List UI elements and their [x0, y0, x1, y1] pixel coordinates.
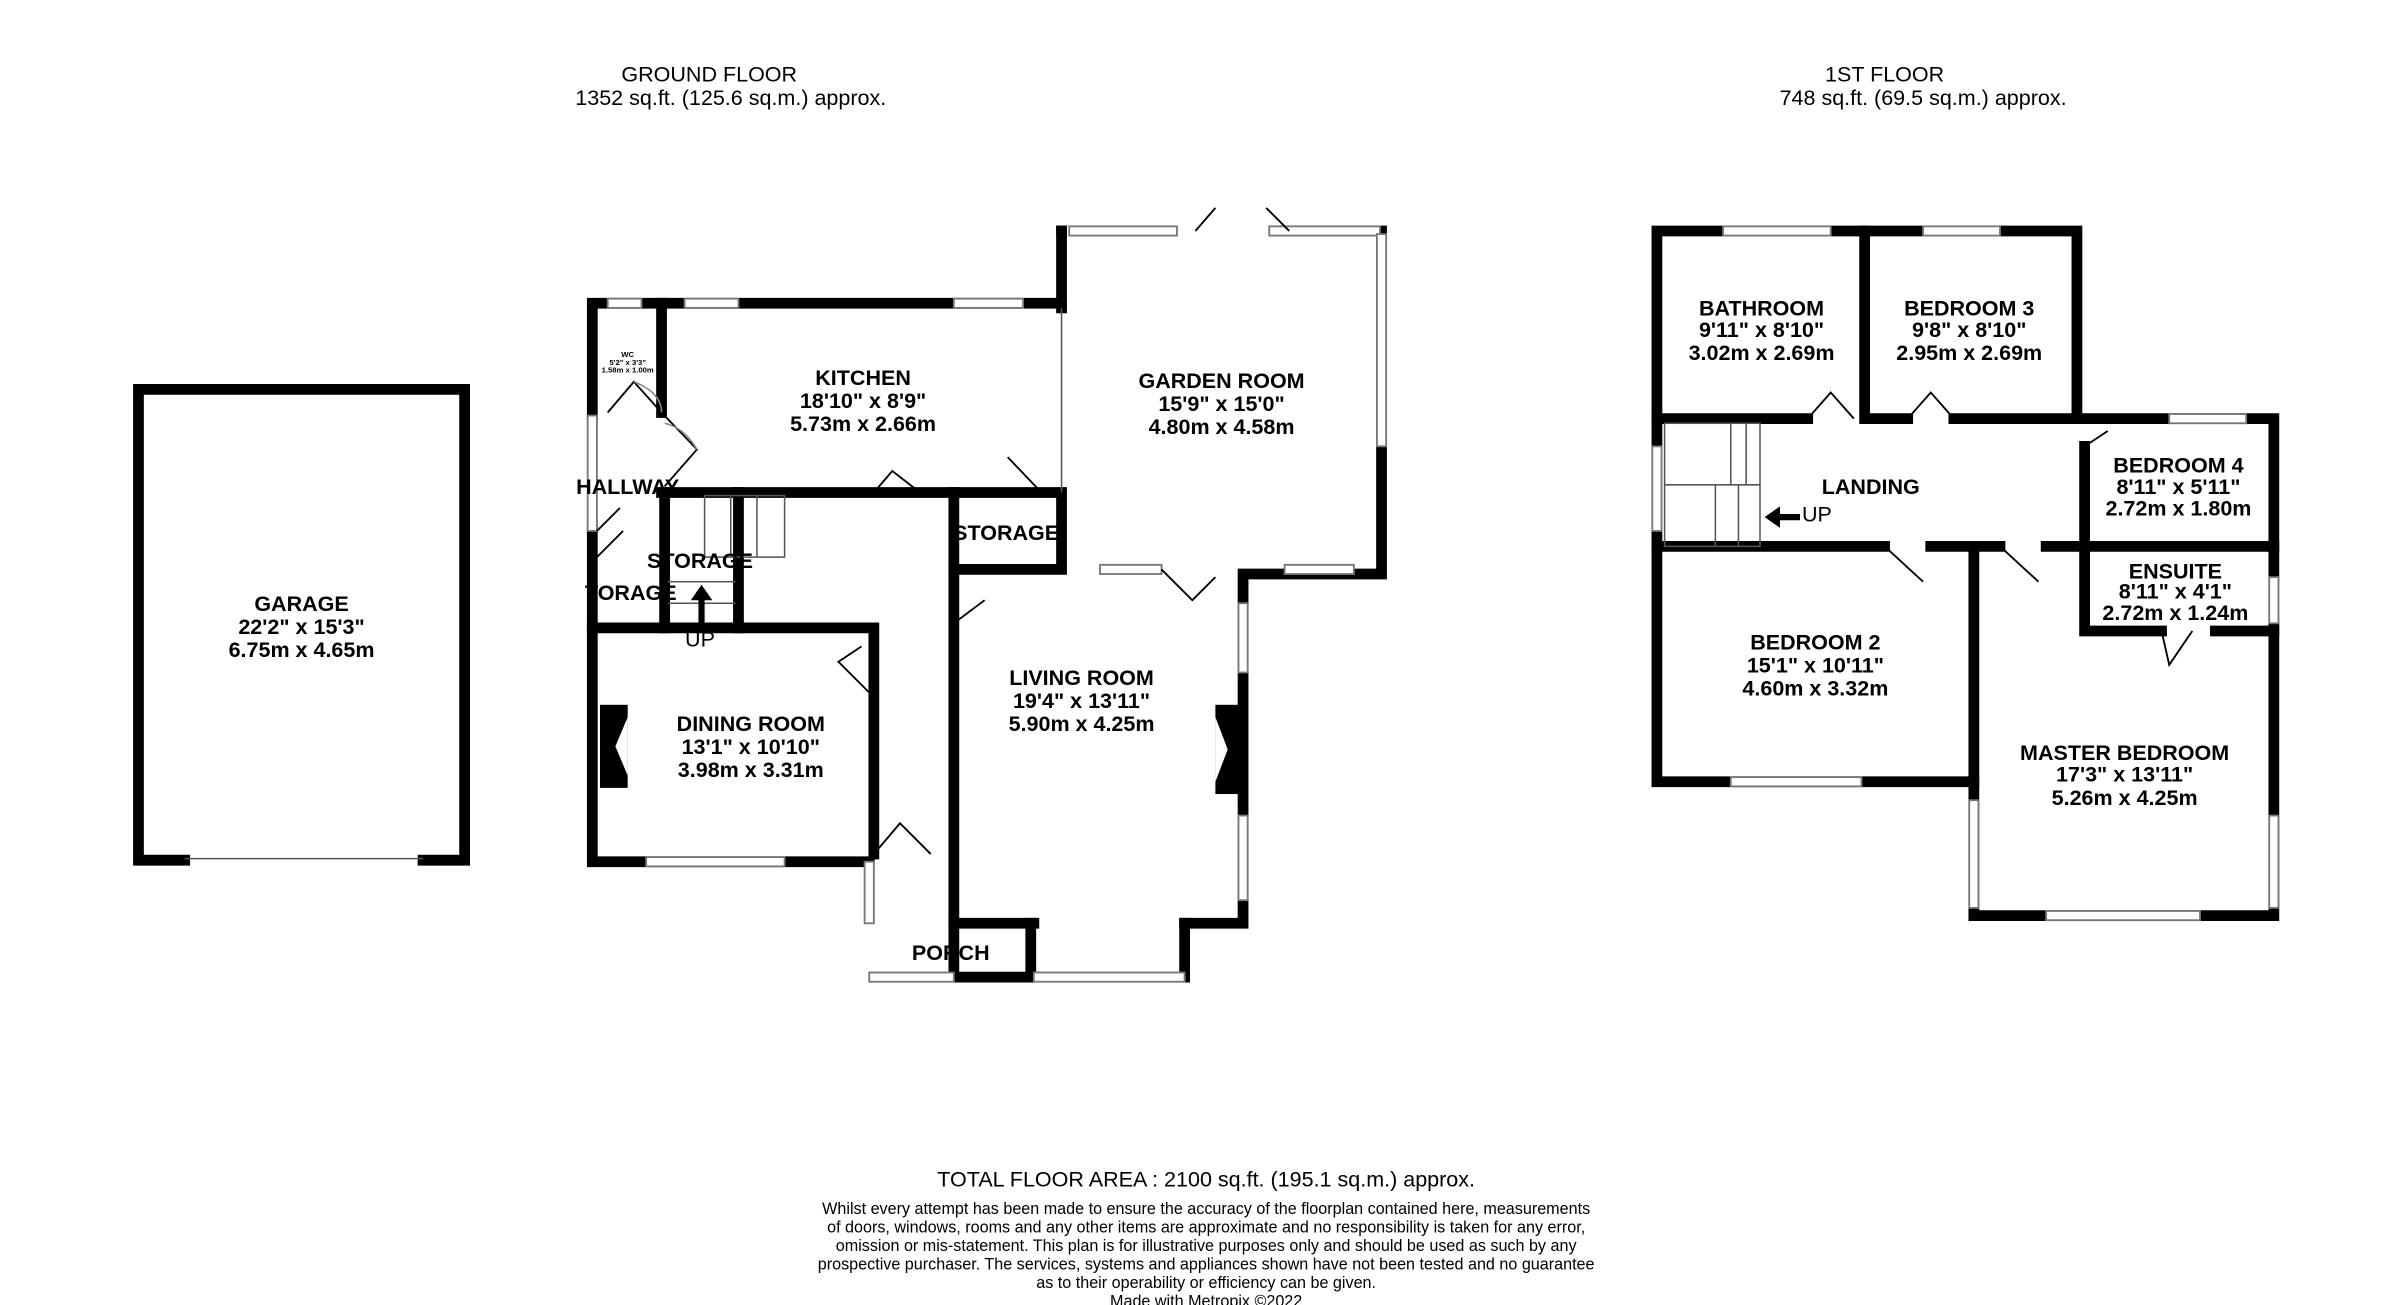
svg-text:3.98m x 3.31m: 3.98m x 3.31m — [678, 758, 824, 782]
svg-text:BEDROOM 4: BEDROOM 4 — [2113, 454, 2243, 478]
label-storage-stairs: STORAGE — [647, 549, 753, 573]
room-living-room: LIVING ROOM 19'4" x 13'11" 5.90m x 4.25m — [1009, 666, 1155, 736]
ground-floor-doors — [596, 207, 1290, 855]
first-floor-windows — [1651, 225, 2280, 922]
label-porch: PORCH — [912, 941, 990, 965]
disclaimer: Whilst every attempt has been made to en… — [818, 1200, 1595, 1292]
svg-text:13'1" x 10'10": 13'1" x 10'10" — [682, 735, 820, 759]
svg-text:9'11" x 8'10": 9'11" x 8'10" — [1699, 318, 1824, 342]
svg-text:15'9" x 15'0": 15'9" x 15'0" — [1158, 392, 1284, 416]
room-wc: WC 5'2" x 3'3" 1.58m x 1.00m — [602, 350, 654, 374]
svg-text:Whilst every attempt has been: Whilst every attempt has been made to en… — [822, 1200, 1590, 1218]
svg-text:2.95m x 2.69m: 2.95m x 2.69m — [1896, 341, 2042, 365]
room-bedroom-4: BEDROOM 4 8'11" x 5'11" 2.72m x 1.80m — [2105, 454, 2251, 521]
svg-text:MASTER BEDROOM: MASTER BEDROOM — [2020, 741, 2229, 765]
svg-text:19'4" x 13'11": 19'4" x 13'11" — [1013, 689, 1150, 713]
svg-text:ENSUITE: ENSUITE — [2129, 560, 2222, 584]
svg-text:5.73m x 2.66m: 5.73m x 2.66m — [790, 412, 936, 436]
room-bedroom-3: BEDROOM 3 9'8" x 8'10" 2.95m x 2.69m — [1896, 297, 2042, 366]
svg-text:DINING ROOM: DINING ROOM — [677, 712, 825, 736]
svg-text:BATHROOM: BATHROOM — [1699, 297, 1824, 321]
label-storage-kitchen: STORAGE — [953, 521, 1059, 545]
room-dining-room: DINING ROOM 13'1" x 10'10" 3.98m x 3.31m — [677, 712, 825, 782]
credit: Made with Metropix ©2022 — [1110, 1292, 1302, 1305]
first-floor-doors-stairs — [1663, 391, 2194, 668]
room-bathroom: BATHROOM 9'11" x 8'10" 3.02m x 2.69m — [1689, 297, 1835, 366]
first-floor-title: 1ST FLOOR — [1825, 63, 1944, 87]
svg-text:prospective purchaser. The ser: prospective purchaser. The services, sys… — [818, 1255, 1595, 1273]
label-hallway: HALLWAY — [576, 475, 679, 499]
svg-text:WC: WC — [621, 350, 634, 359]
room-master-bedroom: MASTER BEDROOM 17'3" x 13'11" 5.26m x 4.… — [2020, 741, 2229, 810]
room-ensuite: ENSUITE 8'11" x 4'1" 2.72m x 1.24m — [2102, 560, 2248, 626]
ground-floor-title: GROUND FLOOR — [621, 63, 797, 87]
ground-floor-area: 1352 sq.ft. (125.6 sq.m.) approx. — [575, 86, 886, 110]
svg-text:6.75m x 4.65m: 6.75m x 4.65m — [229, 638, 375, 662]
svg-text:of doors, windows, rooms and a: of doors, windows, rooms and any other i… — [827, 1219, 1585, 1237]
svg-text:5.90m x 4.25m: 5.90m x 4.25m — [1009, 712, 1155, 736]
svg-text:4.60m x 3.32m: 4.60m x 3.32m — [1742, 677, 1888, 701]
svg-text:22'2" x 15'3": 22'2" x 15'3" — [238, 615, 364, 639]
svg-text:1.58m x 1.00m: 1.58m x 1.00m — [602, 366, 654, 375]
label-landing: LANDING — [1822, 475, 1920, 499]
svg-text:2.72m x 1.24m: 2.72m x 1.24m — [2102, 601, 2248, 625]
svg-text:15'1" x 10'11": 15'1" x 10'11" — [1747, 653, 1884, 677]
room-garden-room: GARDEN ROOM 15'9" x 15'0" 4.80m x 4.58m — [1138, 369, 1304, 439]
ground-floor-windows — [586, 225, 1388, 983]
label-up-ground: UP — [685, 627, 715, 651]
svg-text:GARAGE: GARAGE — [254, 592, 348, 616]
svg-text:2.72m x 1.80m: 2.72m x 1.80m — [2105, 497, 2251, 521]
svg-text:BEDROOM 3: BEDROOM 3 — [1904, 297, 2034, 321]
room-kitchen: KITCHEN 18'10" x 8'9" 5.73m x 2.66m — [790, 366, 936, 436]
svg-text:GARDEN ROOM: GARDEN ROOM — [1138, 369, 1304, 393]
label-up-first: UP — [1802, 503, 1832, 527]
svg-text:9'8" x 8'10": 9'8" x 8'10" — [1912, 318, 2026, 342]
svg-text:17'3" x 13'11": 17'3" x 13'11" — [2056, 763, 2193, 787]
label-storage-hall: TORAGE — [585, 581, 677, 605]
svg-text:5.26m x 4.25m: 5.26m x 4.25m — [2052, 786, 2198, 810]
svg-text:4.80m x 4.58m: 4.80m x 4.58m — [1149, 415, 1295, 439]
svg-text:8'11" x 5'11": 8'11" x 5'11" — [2116, 475, 2240, 499]
total-floor-area: TOTAL FLOOR AREA : 2100 sq.ft. (195.1 sq… — [937, 1167, 1475, 1191]
svg-text:omission or mis-statement. Thi: omission or mis-statement. This plan is … — [836, 1237, 1578, 1255]
garage-walls — [133, 384, 470, 866]
room-garage: GARAGE 22'2" x 15'3" 6.75m x 4.65m — [229, 592, 375, 662]
svg-text:LIVING ROOM: LIVING ROOM — [1009, 666, 1154, 690]
svg-text:18'10" x 8'9": 18'10" x 8'9" — [800, 389, 926, 413]
svg-text:KITCHEN: KITCHEN — [815, 366, 911, 390]
svg-text:as to their operability or eff: as to their operability or efficiency ca… — [1036, 1274, 1376, 1292]
svg-text:3.02m x 2.69m: 3.02m x 2.69m — [1689, 341, 1835, 365]
svg-text:5'2" x 3'3": 5'2" x 3'3" — [609, 358, 646, 367]
room-bedroom-2: BEDROOM 2 15'1" x 10'11" 4.60m x 3.32m — [1742, 630, 1888, 700]
first-floor-area: 748 sq.ft. (69.5 sq.m.) approx. — [1780, 86, 2067, 110]
svg-text:BEDROOM 2: BEDROOM 2 — [1750, 630, 1880, 654]
svg-text:8'11" x 4'1": 8'11" x 4'1" — [2119, 580, 2232, 604]
